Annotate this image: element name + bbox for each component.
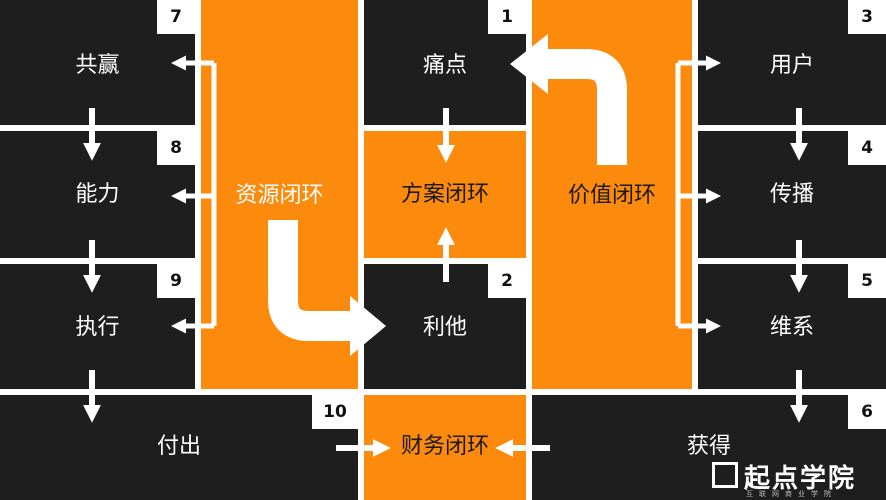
loop-finance-label: 财务闭环 [400, 434, 489, 459]
logo-text: 起点学院 [744, 464, 857, 494]
logo-subtext: 互联网商业学院 [746, 490, 837, 498]
node-label: 执行 [75, 315, 120, 340]
loop-value-label: 价值闭环 [567, 183, 656, 208]
node-label: 用户 [769, 53, 814, 78]
node-label: 痛点 [422, 53, 467, 78]
node-chuanbo: 传播 4 [698, 131, 886, 258]
node-weixi: 维系 5 [698, 264, 886, 389]
logo-mark-icon [712, 462, 738, 488]
node-lita: 利他 2 [364, 264, 526, 389]
node-label: 能力 [75, 182, 120, 207]
node-number: 9 [157, 264, 195, 298]
node-label: 维系 [769, 315, 814, 340]
node-label: 共赢 [75, 53, 120, 78]
node-number: 10 [312, 395, 358, 429]
loop-value: 价值闭环 [532, 0, 692, 389]
node-number: 5 [848, 264, 886, 298]
node-number: 1 [488, 0, 526, 34]
node-label: 利他 [422, 315, 467, 340]
node-nengli: 能力 8 [0, 131, 195, 258]
node-tongdian: 痛点 1 [364, 0, 526, 125]
loop-solution: 方案闭环 [364, 131, 526, 258]
brand-logo: 起点学院 互联网商业学院 [712, 458, 882, 498]
node-number: 4 [848, 131, 886, 165]
node-number: 8 [157, 131, 195, 165]
node-yonghu: 用户 3 [698, 0, 886, 125]
node-number: 7 [157, 0, 195, 34]
node-label: 获得 [686, 434, 731, 459]
loop-solution-label: 方案闭环 [400, 182, 489, 207]
loop-resource-label: 资源闭环 [235, 183, 324, 208]
node-number: 3 [848, 0, 886, 34]
node-gongying: 共赢 7 [0, 0, 195, 125]
loop-resource: 资源闭环 [201, 0, 358, 389]
node-number: 2 [488, 264, 526, 298]
node-zhixing: 执行 9 [0, 264, 195, 389]
node-label: 传播 [769, 182, 814, 207]
node-fuchu: 付出 10 [0, 395, 358, 500]
node-number: 6 [848, 395, 886, 429]
node-label: 付出 [156, 434, 201, 459]
node-huode: 获得 6 [532, 395, 886, 500]
loop-finance: 财务闭环 [364, 395, 526, 500]
